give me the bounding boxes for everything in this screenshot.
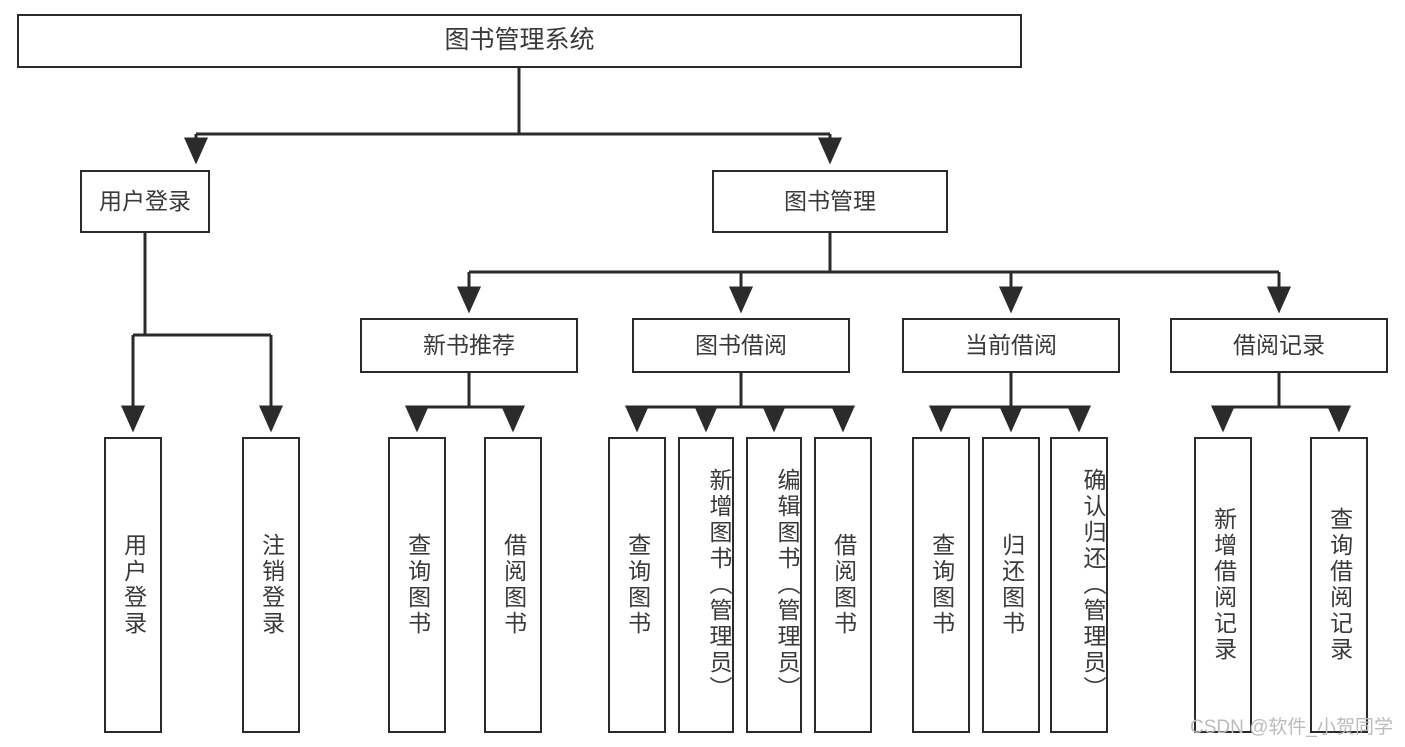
node-borrow-record[interactable]: 借阅记录 <box>1170 318 1388 373</box>
node-leaf-confirm-return[interactable]: 确认归还（管理员） <box>1050 437 1108 733</box>
node-current-borrow[interactable]: 当前借阅 <box>902 318 1120 373</box>
node-book-borrow[interactable]: 图书借阅 <box>632 318 850 373</box>
node-leaf-add-record[interactable]: 新增借阅记录 <box>1194 437 1252 733</box>
node-root[interactable]: 图书管理系统 <box>17 14 1022 68</box>
node-leaf-query-book-3[interactable]: 查询图书 <box>912 437 970 733</box>
node-leaf-user-login[interactable]: 用户登录 <box>104 437 162 733</box>
node-book-manage[interactable]: 图书管理 <box>712 170 948 233</box>
node-leaf-query-book-1[interactable]: 查询图书 <box>388 437 446 733</box>
node-user-login[interactable]: 用户登录 <box>80 170 210 233</box>
watermark: CSDN @软件_小贺同学 <box>1190 717 1393 738</box>
node-leaf-query-book-2[interactable]: 查询图书 <box>608 437 666 733</box>
node-leaf-query-record[interactable]: 查询借阅记录 <box>1310 437 1368 733</box>
node-leaf-add-book[interactable]: 新增图书（管理员） <box>678 437 734 733</box>
node-leaf-borrow-book-1[interactable]: 借阅图书 <box>484 437 542 733</box>
node-leaf-user-logout[interactable]: 注销登录 <box>242 437 300 733</box>
node-leaf-return-book[interactable]: 归还图书 <box>982 437 1040 733</box>
node-leaf-borrow-book-2[interactable]: 借阅图书 <box>814 437 872 733</box>
node-leaf-edit-book[interactable]: 编辑图书（管理员） <box>746 437 802 733</box>
node-new-book-recommend[interactable]: 新书推荐 <box>360 318 578 373</box>
